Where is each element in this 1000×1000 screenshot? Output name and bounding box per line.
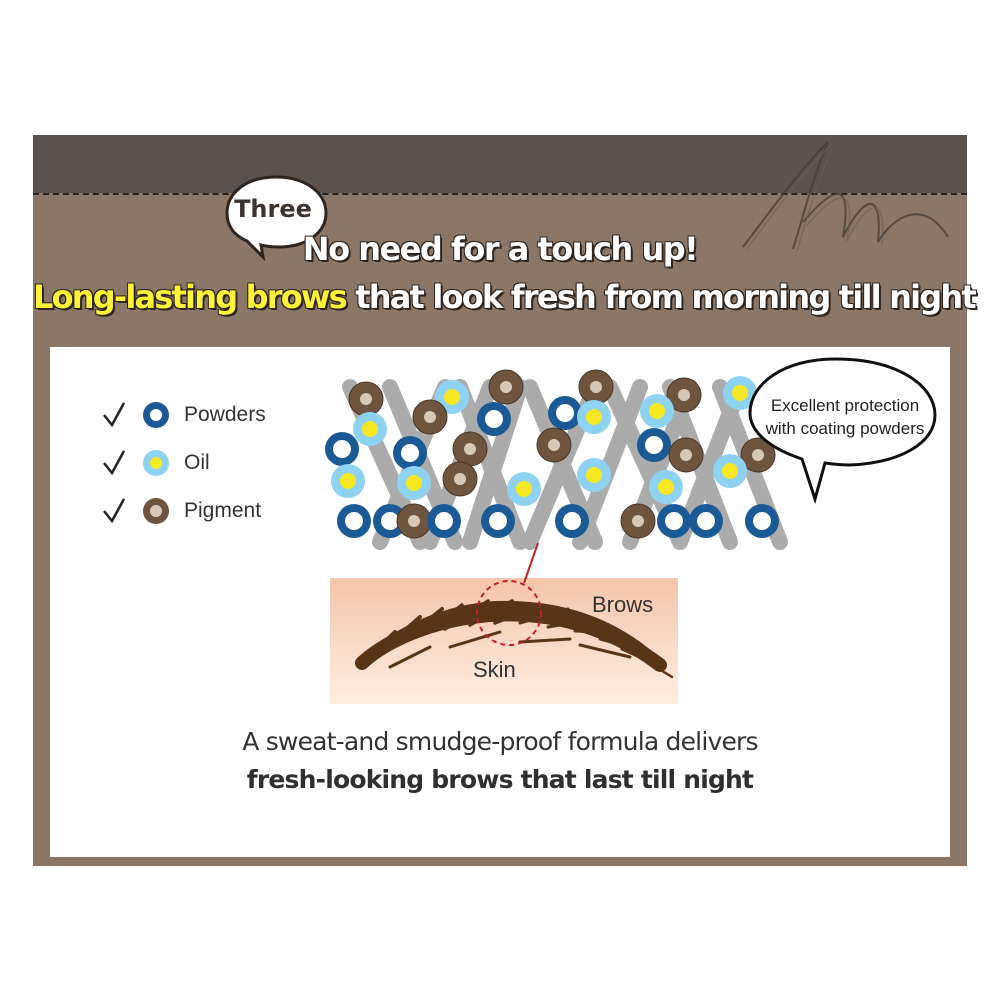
- feature-card: Three No need for a touch up! Long-lasti…: [33, 135, 977, 866]
- callout-bubble: [748, 357, 937, 505]
- legend-item-pigment: Pigment: [100, 493, 300, 529]
- dashed-divider: [33, 193, 967, 195]
- oil-particle: [713, 454, 747, 488]
- pigment-legend-icon: [103, 498, 169, 524]
- powder-particle: [689, 504, 723, 538]
- caption-line-2: fresh-looking brows that last till night: [246, 765, 754, 794]
- card-top-band: [33, 135, 967, 193]
- coating-diagram: [325, 357, 937, 704]
- pigment-particle: [412, 399, 448, 435]
- oil-particle: [353, 412, 387, 446]
- pigment-particle: [578, 369, 614, 405]
- pigment-particle: [668, 437, 704, 473]
- powder-particle: [637, 428, 671, 462]
- zoom-connector: [523, 542, 539, 584]
- pigment-particle: [348, 381, 384, 417]
- headline-line-2: Long-lasting brows that look fresh from …: [33, 278, 977, 316]
- oil-particle: [435, 380, 469, 414]
- speech-bubble-icon: [225, 175, 328, 261]
- oil-particle: [507, 472, 541, 506]
- caption-line-1: A sweat-and smudge-proof formula deliver…: [242, 727, 758, 756]
- legend-item-powders: Powders: [100, 397, 300, 433]
- step-badge: Three: [234, 195, 312, 223]
- eyebrow-illustration: [355, 599, 674, 679]
- zoom-circle: [476, 580, 542, 646]
- legend-label: Oil: [184, 451, 210, 474]
- oil-legend-icon: [103, 450, 169, 476]
- oil-particle: [331, 464, 365, 498]
- legend-label: Powders: [184, 403, 266, 426]
- powder-particle: [337, 504, 371, 538]
- powder-particle: [555, 504, 589, 538]
- pigment-particle: [396, 503, 432, 539]
- pencil-scribble: [742, 141, 949, 252]
- pigment-particle: [536, 427, 572, 463]
- headline-rest: that look fresh from morning till night: [345, 278, 976, 316]
- headline-line-1: No need for a touch up!: [302, 230, 699, 268]
- oil-particle: [397, 466, 431, 500]
- powder-particle: [481, 504, 515, 538]
- callout-text: Excellent protection with coating powder…: [750, 394, 940, 440]
- pigment-particle: [442, 461, 478, 497]
- pigment-particle: [740, 437, 776, 473]
- powder-legend-icon: [103, 402, 169, 428]
- legend-label: Pigment: [184, 499, 262, 522]
- powder-particle: [373, 504, 407, 538]
- legend-item-oil: Oil: [100, 445, 300, 481]
- oil-particle: [577, 400, 611, 434]
- oil-particle: [723, 376, 757, 410]
- pigment-particle: [620, 503, 656, 539]
- powder-particle: [548, 396, 582, 430]
- powder-particle: [393, 436, 427, 470]
- powder-particle: [325, 432, 359, 466]
- pigment-particle: [488, 369, 524, 405]
- oil-particle: [649, 470, 683, 504]
- particle-layer: [325, 369, 779, 539]
- content-panel: Powders Oil Pigment: [50, 347, 950, 857]
- skin-label: Skin: [473, 657, 516, 682]
- pigment-particle: [666, 377, 702, 413]
- oil-particle: [640, 394, 674, 428]
- powder-particle: [477, 402, 511, 436]
- callout-line-2: with coating powders: [765, 419, 925, 438]
- powder-particle: [427, 504, 461, 538]
- powder-particle: [657, 504, 691, 538]
- pigment-particle: [452, 431, 488, 467]
- powder-particle: [745, 504, 779, 538]
- headline-highlight: Long-lasting brows: [33, 278, 348, 316]
- oil-particle: [577, 458, 611, 492]
- brows-label: Brows: [592, 592, 654, 617]
- callout-line-1: Excellent protection: [770, 396, 920, 415]
